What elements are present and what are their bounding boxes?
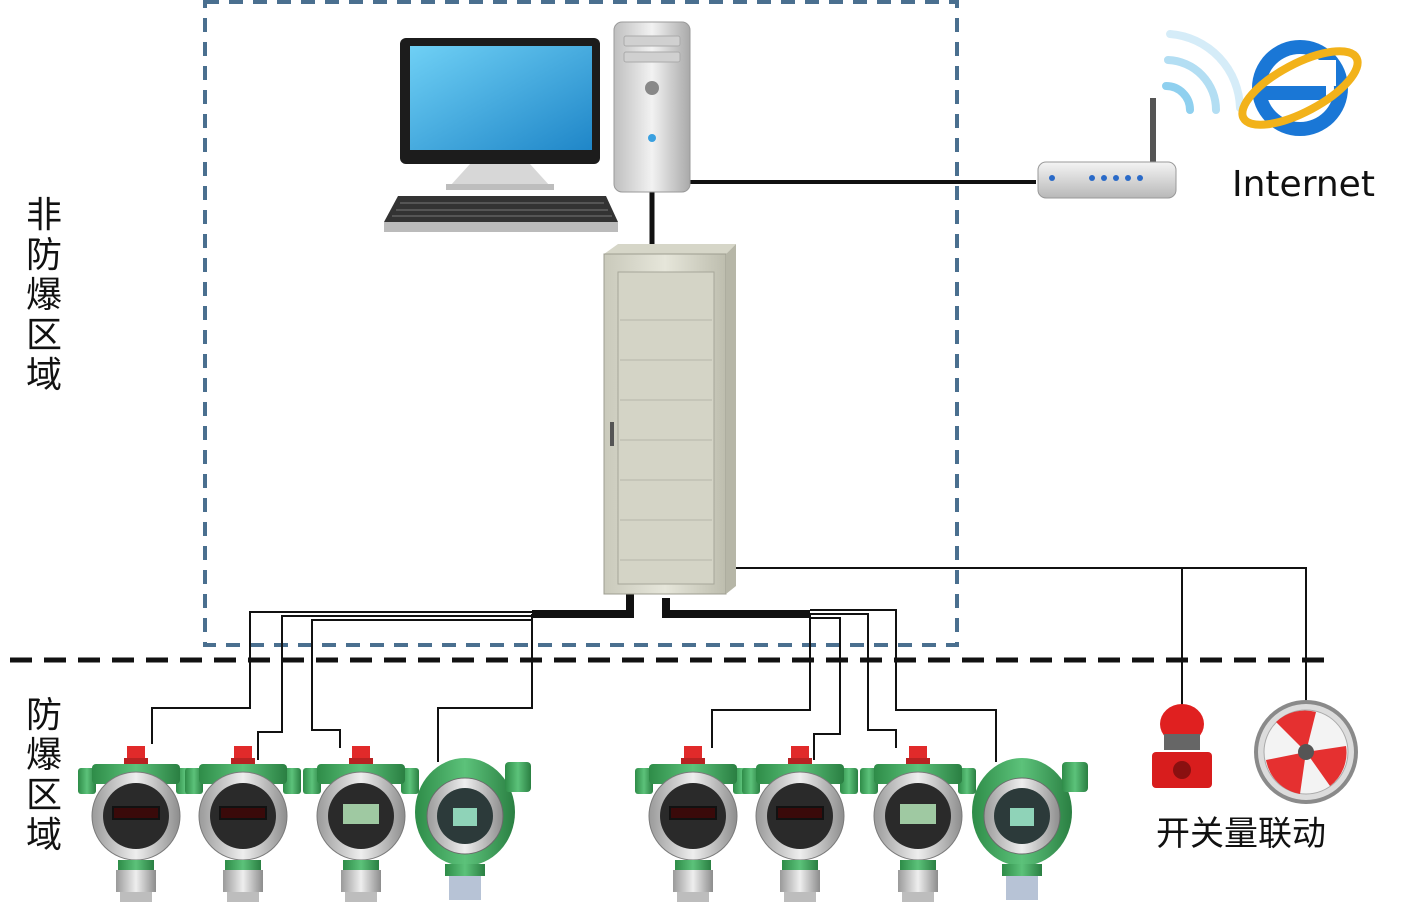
alarm-light-icon bbox=[1152, 704, 1212, 788]
gas-detector-icon bbox=[184, 745, 302, 903]
switch-linkage-label: 开关量联动 bbox=[1156, 814, 1326, 854]
cabinet-icon bbox=[603, 244, 736, 595]
keyboard-icon bbox=[384, 196, 618, 232]
connection-lines bbox=[151, 180, 1307, 762]
gas-detector-icon bbox=[859, 745, 977, 903]
wifi-signal-icon bbox=[1162, 30, 1244, 114]
gas-detector-icon bbox=[302, 745, 420, 903]
gas-detector-icon bbox=[414, 757, 532, 901]
non-explosion-proof-zone-label: 非防爆区域 bbox=[25, 195, 62, 396]
router-icon bbox=[1037, 98, 1177, 199]
internet-label: Internet bbox=[1232, 164, 1375, 205]
ie-browser-icon bbox=[1238, 40, 1362, 136]
gas-detector-icon bbox=[741, 745, 859, 903]
explosion-proof-zone-label: 防爆区域 bbox=[25, 695, 62, 856]
gas-detector-icon bbox=[971, 757, 1089, 901]
pc-tower-icon bbox=[613, 21, 691, 193]
gas-detector-icon bbox=[77, 745, 195, 903]
exhaust-fan-icon bbox=[1254, 700, 1358, 804]
gas-detector-icon bbox=[634, 745, 752, 903]
monitor-icon bbox=[400, 38, 600, 190]
